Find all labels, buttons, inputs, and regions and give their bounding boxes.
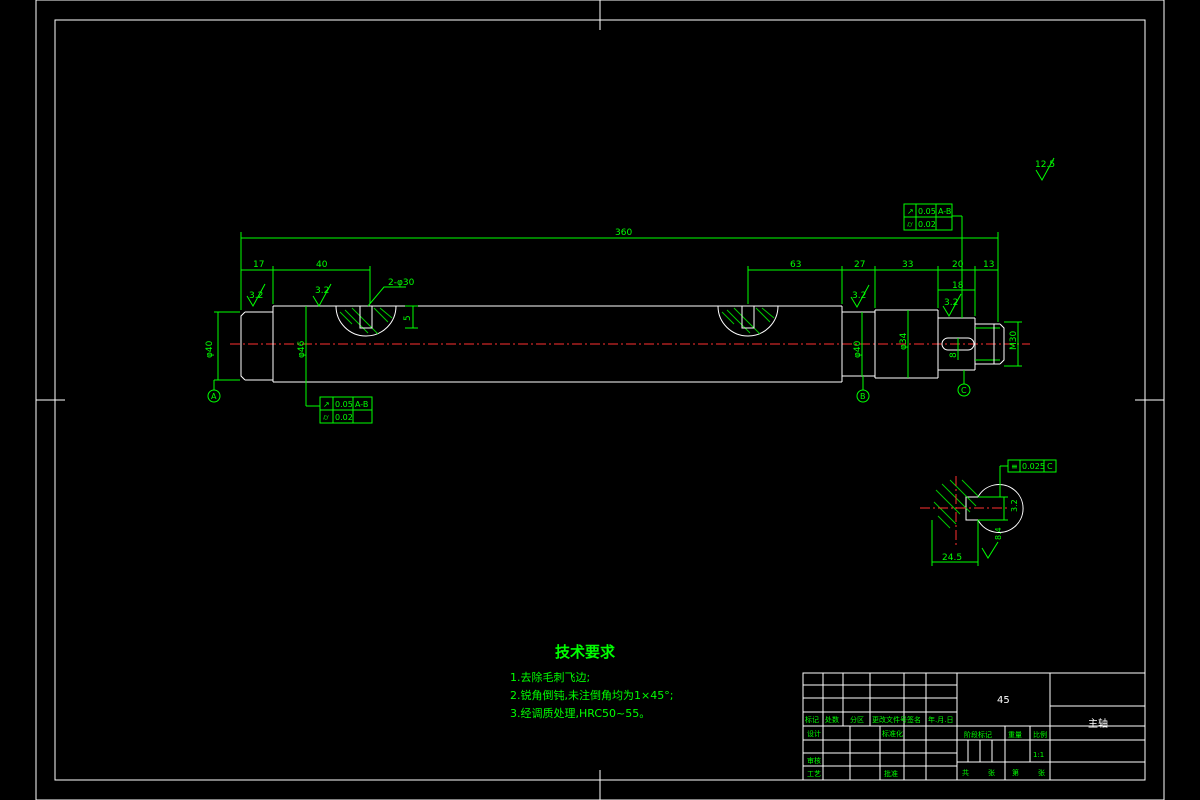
- roughness-r3: 3.2: [852, 291, 866, 301]
- roughness-r1: 3.2: [249, 291, 263, 301]
- svg-text:张: 张: [988, 768, 995, 777]
- material: 45: [997, 695, 1010, 706]
- datum-b: B: [860, 392, 866, 401]
- roughness-icon: [981, 541, 999, 559]
- dimensions: 360 17 40 63 27 33 20 13 18 2-φ30 5 φ40 …: [205, 228, 1022, 382]
- tech-item-2: 2.锐角倒钝,未注倒角均为1×45°;: [510, 688, 673, 702]
- dim-slot-depth: 5: [403, 315, 413, 321]
- tolerance-frame-left: ↗ 0.05 A-B ⌭ 0.02: [305, 382, 373, 424]
- svg-text:0.02: 0.02: [335, 413, 353, 422]
- svg-text:更改文件号: 更改文件号: [872, 715, 907, 724]
- tolerance-frame-right: ↗ 0.05 A-B ⌭ 0.02: [903, 203, 963, 318]
- title-block: 标记 处数 分区 更改文件号 签名 年.月.日 设计 标准化 审核 工艺 批准 …: [802, 672, 1146, 781]
- slot-right: [717, 305, 779, 337]
- svg-text:⌭: ⌭: [323, 413, 329, 422]
- roughness-r2: 3.2: [315, 286, 329, 296]
- dim-dia-body: φ46: [297, 340, 307, 358]
- svg-text:审核: 审核: [807, 756, 821, 765]
- svg-text:⌭: ⌭: [907, 220, 913, 229]
- dim-slot: 2-φ30: [388, 278, 415, 288]
- svg-text:批准: 批准: [884, 769, 898, 778]
- section-view: 3.2 24.5 8.4 ≡ 0.025 C: [920, 459, 1057, 566]
- svg-text:0.025: 0.025: [1022, 462, 1045, 471]
- slot-left: [335, 305, 397, 337]
- dim-thread: M30: [1009, 331, 1019, 350]
- tech-title: 技术要求: [555, 643, 616, 661]
- svg-text:工艺: 工艺: [807, 770, 821, 778]
- svg-text:分区: 分区: [850, 715, 864, 724]
- dim-20: 20: [952, 260, 964, 270]
- dim-key-width: 24.5: [942, 553, 962, 563]
- dim-18: 18: [952, 281, 964, 291]
- svg-text:↗: ↗: [323, 400, 330, 409]
- shaft-view: [230, 305, 1030, 383]
- svg-text:0.02: 0.02: [918, 220, 936, 229]
- svg-text:标准化: 标准化: [882, 729, 903, 738]
- roughness-icon: [850, 284, 870, 309]
- svg-text:↗: ↗: [907, 207, 914, 216]
- roughness-symbols: 3.2 3.2 3.2 3.2 12.5: [246, 157, 1055, 318]
- datum-b-icon: [856, 389, 870, 403]
- svg-text:张: 张: [1038, 768, 1045, 777]
- datum-a: A: [211, 392, 217, 401]
- datum-c-icon: [957, 383, 971, 397]
- scale: 1:1: [1033, 751, 1044, 759]
- svg-text:年.月.日: 年.月.日: [928, 715, 953, 724]
- roughness-r4: 3.2: [944, 298, 958, 308]
- dim-27: 27: [854, 260, 865, 270]
- roughness-icon: [942, 293, 962, 318]
- dim-overall: 360: [615, 228, 632, 238]
- roughness-icon: [1035, 157, 1055, 182]
- dim-63: 63: [790, 260, 801, 270]
- svg-text:A-B: A-B: [938, 207, 951, 216]
- svg-text:0.05: 0.05: [918, 207, 936, 216]
- tech-item-1: 1.去除毛刺飞边;: [510, 670, 590, 684]
- tech-item-3: 3.经调质处理,HRC50~55。: [510, 707, 650, 720]
- dim-dia-left: φ40: [205, 340, 215, 358]
- svg-text:标记: 标记: [805, 715, 819, 724]
- svg-text:3.2: 3.2: [1010, 499, 1019, 512]
- svg-text:共: 共: [962, 768, 969, 777]
- svg-text:阶段标记: 阶段标记: [964, 730, 992, 739]
- dim-13: 13: [983, 260, 994, 270]
- svg-text:重量: 重量: [1008, 731, 1022, 739]
- svg-text:设计: 设计: [807, 729, 821, 738]
- tech-requirements: 技术要求 1.去除毛刺飞边; 2.锐角倒钝,未注倒角均为1×45°; 3.经调质…: [510, 643, 673, 720]
- dim-key-depth: 8: [949, 352, 959, 358]
- roughness-general: 12.5: [1035, 160, 1055, 170]
- svg-text:比例: 比例: [1033, 730, 1047, 739]
- svg-text:第: 第: [1012, 768, 1019, 777]
- datum-c: C: [961, 386, 967, 395]
- section-circle: [965, 484, 1024, 533]
- dim-40: 40: [316, 260, 328, 270]
- svg-text:≡: ≡: [1011, 462, 1018, 471]
- dim-dia-mid: φ40: [853, 340, 863, 358]
- datums: A B C: [207, 370, 971, 403]
- dim-dia-right: φ34: [899, 332, 909, 350]
- sheet-border: [35, 0, 1165, 800]
- dim-section: 8.4: [994, 527, 1003, 540]
- keyway: [941, 337, 975, 351]
- svg-text:处数: 处数: [825, 715, 839, 724]
- svg-text:签名: 签名: [907, 715, 921, 724]
- roughness-icon: [312, 283, 332, 308]
- svg-text:A-B: A-B: [355, 400, 368, 409]
- part-name: 主轴: [1088, 717, 1108, 730]
- datum-a-icon: [207, 389, 221, 403]
- roughness-icon: [246, 283, 266, 308]
- dim-33: 33: [902, 260, 913, 270]
- svg-text:0.05: 0.05: [335, 400, 353, 409]
- svg-text:C: C: [1047, 462, 1053, 471]
- dim-17: 17: [253, 260, 264, 270]
